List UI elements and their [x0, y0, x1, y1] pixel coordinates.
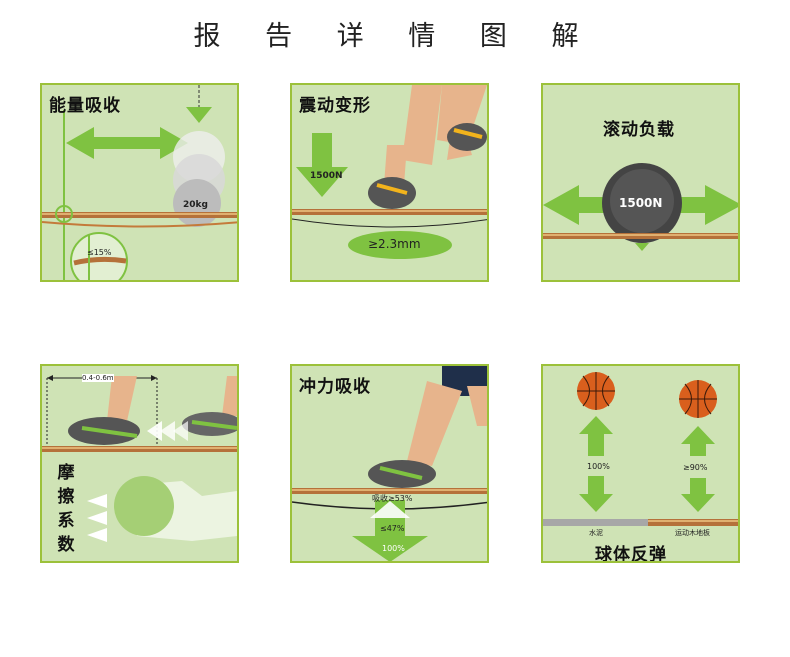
panel-energy-absorption: 能量吸收 20kg ≤15% [40, 83, 239, 282]
panel-friction-coefficient: 0.4-0.6m 摩 擦 系 数 [40, 364, 239, 563]
percent-low-label: ≤47% [380, 524, 405, 533]
right-surface-label: 运动木地板 [675, 529, 710, 537]
vibration-deformation-illustration [292, 85, 487, 259]
label-char-4: 数 [57, 535, 75, 555]
panel-label: 滚动负载 [603, 120, 675, 140]
panel-vibration-deformation: 震动变形 1500N ≥2.3mm [290, 83, 489, 282]
label-char-3: 系 [57, 511, 75, 531]
page-title: 报 告 详 情 图 解 [193, 21, 597, 52]
panel-label: 冲力吸收 [299, 377, 371, 397]
percent-full-label: 100% [382, 544, 405, 553]
weight-label: 20kg [183, 200, 208, 210]
energy-absorption-illustration [42, 85, 237, 280]
deform-label: ≥2.3mm [368, 237, 421, 251]
right-percent-label: ≥90% [683, 463, 708, 472]
force-label: 1500N [310, 171, 343, 181]
friction-coefficient-illustration [42, 375, 237, 542]
panel-rolling-load: 滚动负载 1500N [541, 83, 740, 282]
range-label: 0.4-0.6m [82, 374, 114, 382]
panel-label: 震动变形 [299, 96, 371, 116]
panel-ball-rebound: 100% ≥90% 水泥 运动木地板 球体反弹 [541, 364, 740, 563]
label-char-1: 摩 [57, 463, 75, 483]
label-char-2: 擦 [57, 487, 75, 507]
panel-label: 能量吸收 [49, 96, 121, 116]
absorb-label: 吸收≥53% [372, 494, 413, 503]
force-label: 1500N [619, 196, 663, 210]
ball-rebound-illustration [543, 372, 738, 526]
panel-label: 球体反弹 [595, 545, 667, 563]
percent-label: ≤15% [87, 248, 112, 257]
left-surface-label: 水泥 [589, 529, 603, 537]
left-percent-label: 100% [587, 462, 610, 471]
rolling-load-illustration [543, 163, 738, 251]
panel-impact-absorption: 冲力吸收 吸收≥53% ≤47% 100% [290, 364, 489, 563]
impact-absorption-illustration [292, 366, 487, 561]
